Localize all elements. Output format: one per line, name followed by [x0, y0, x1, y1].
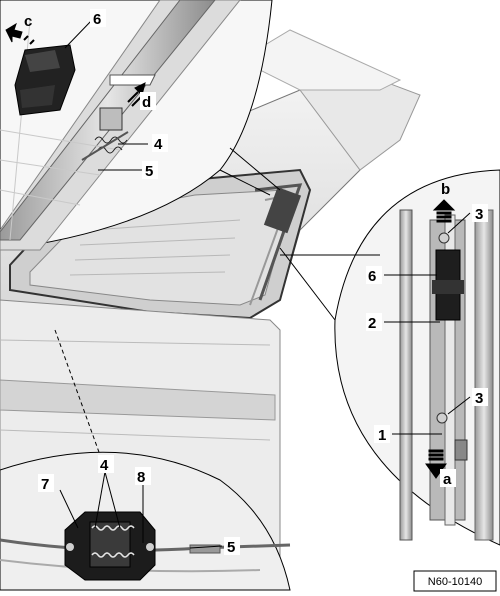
reference-code: N60-10140	[428, 576, 482, 588]
springs-4	[91, 525, 135, 558]
label-d: d	[142, 94, 151, 111]
leader-lines	[59, 19, 471, 549]
label-a: a	[443, 471, 452, 488]
callout-labels: c 6 d 4 5 b 3 6 2 3 1 a 4 7 8 5	[24, 9, 488, 556]
label-c: c	[24, 13, 32, 30]
label-5-top: 5	[145, 163, 153, 180]
label-2: 2	[368, 315, 376, 332]
label-b: b	[441, 181, 450, 198]
label-1: 1	[378, 427, 386, 444]
label-7: 7	[41, 476, 49, 493]
label-3-top: 3	[475, 206, 483, 223]
arrow-b-icon	[432, 199, 456, 223]
label-5-bottom: 5	[227, 539, 235, 556]
reference-code-box: N60-10140	[413, 570, 497, 592]
label-4-top: 4	[154, 136, 163, 153]
part-6-block	[14, 44, 76, 116]
label-6-top: 6	[93, 11, 101, 28]
detail-inset-top-left	[0, 0, 273, 251]
label-6-right: 6	[368, 268, 376, 285]
part-8-bracket	[64, 511, 156, 581]
label-4-bottom: 4	[100, 457, 109, 474]
label-3-bottom: 3	[475, 390, 483, 407]
connector-lines	[54, 147, 380, 456]
detail-inset-bottom-left	[0, 451, 291, 591]
label-8: 8	[137, 469, 145, 486]
arrow-c-icon	[5, 22, 35, 45]
